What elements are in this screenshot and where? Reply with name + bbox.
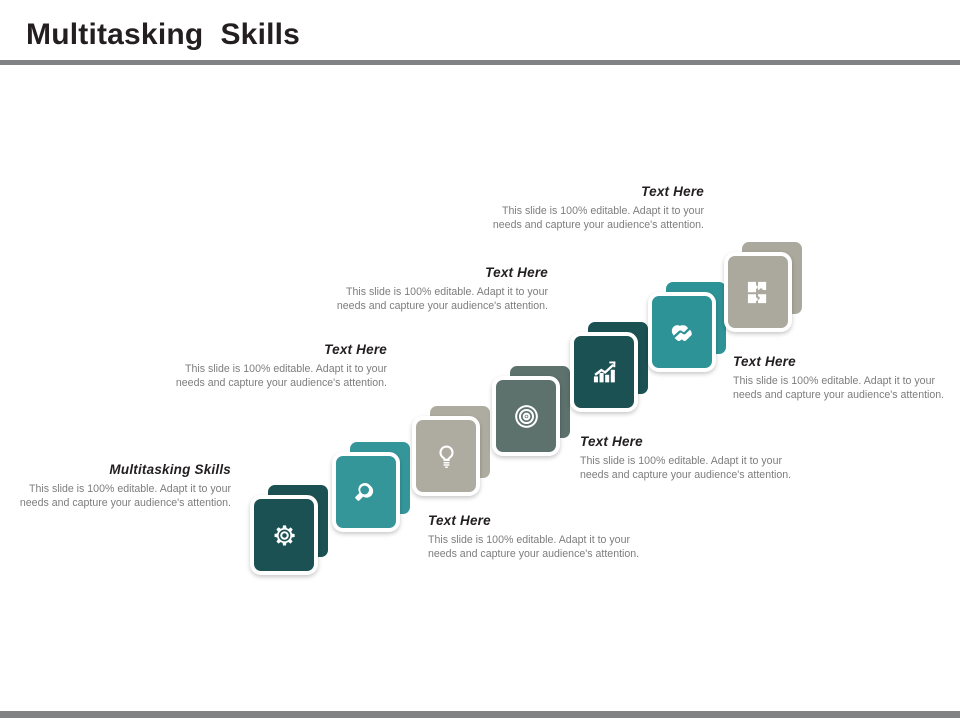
card-stack-search[interactable] — [332, 438, 418, 534]
card-stack-puzzle[interactable] — [724, 238, 810, 334]
text-block-handshake: Text Here This slide is 100% editable. A… — [492, 184, 704, 232]
puzzle-icon — [745, 279, 772, 306]
text-block-body: This slide is 100% editable. Adapt it to… — [175, 363, 387, 390]
card-stack-growth[interactable] — [570, 318, 656, 414]
text-block-body: This slide is 100% editable. Adapt it to… — [733, 375, 945, 402]
card-front[interactable] — [412, 416, 480, 496]
text-block-idea: Text Here This slide is 100% editable. A… — [580, 434, 792, 482]
text-block-body: This slide is 100% editable. Adapt it to… — [580, 455, 792, 482]
text-block-search: Text Here This slide is 100% editable. A… — [428, 513, 640, 561]
card-stack-target[interactable] — [492, 362, 578, 458]
magnifier-icon — [353, 479, 380, 506]
text-block-target: Text Here This slide is 100% editable. A… — [175, 342, 387, 390]
card-front[interactable] — [724, 252, 792, 332]
handshake-icon — [669, 319, 696, 346]
card-stack-handshake[interactable] — [648, 278, 734, 374]
target-icon — [513, 403, 540, 430]
card-front[interactable] — [492, 376, 560, 456]
card-stack-gear[interactable] — [250, 481, 336, 577]
card-front[interactable] — [648, 292, 716, 372]
text-block-puzzle: Text Here This slide is 100% editable. A… — [733, 354, 945, 402]
page-title: Multitasking Skills — [26, 18, 301, 51]
text-block-title: Multitasking Skills — [109, 462, 231, 477]
gear-icon — [271, 522, 298, 549]
text-block-body: This slide is 100% editable. Adapt it to… — [336, 286, 548, 313]
text-block-title: Text Here — [485, 265, 548, 280]
card-stack-idea[interactable] — [412, 402, 498, 498]
card-front[interactable] — [250, 495, 318, 575]
text-block-growth: Text Here This slide is 100% editable. A… — [336, 265, 548, 313]
footer-bar — [0, 711, 960, 718]
bar-chart-icon — [591, 359, 618, 386]
title-divider — [0, 60, 960, 65]
text-block-title: Text Here — [428, 513, 491, 528]
text-block-multitasking-skills: Multitasking Skills This slide is 100% e… — [19, 462, 231, 510]
card-front[interactable] — [570, 332, 638, 412]
text-block-body: This slide is 100% editable. Adapt it to… — [19, 483, 231, 510]
text-block-body: This slide is 100% editable. Adapt it to… — [428, 534, 640, 561]
text-block-title: Text Here — [641, 184, 704, 199]
card-front[interactable] — [332, 452, 400, 532]
lightbulb-icon — [433, 443, 460, 470]
text-block-title: Text Here — [324, 342, 387, 357]
text-block-title: Text Here — [733, 354, 796, 369]
text-block-body: This slide is 100% editable. Adapt it to… — [492, 205, 704, 232]
text-block-title: Text Here — [580, 434, 643, 449]
